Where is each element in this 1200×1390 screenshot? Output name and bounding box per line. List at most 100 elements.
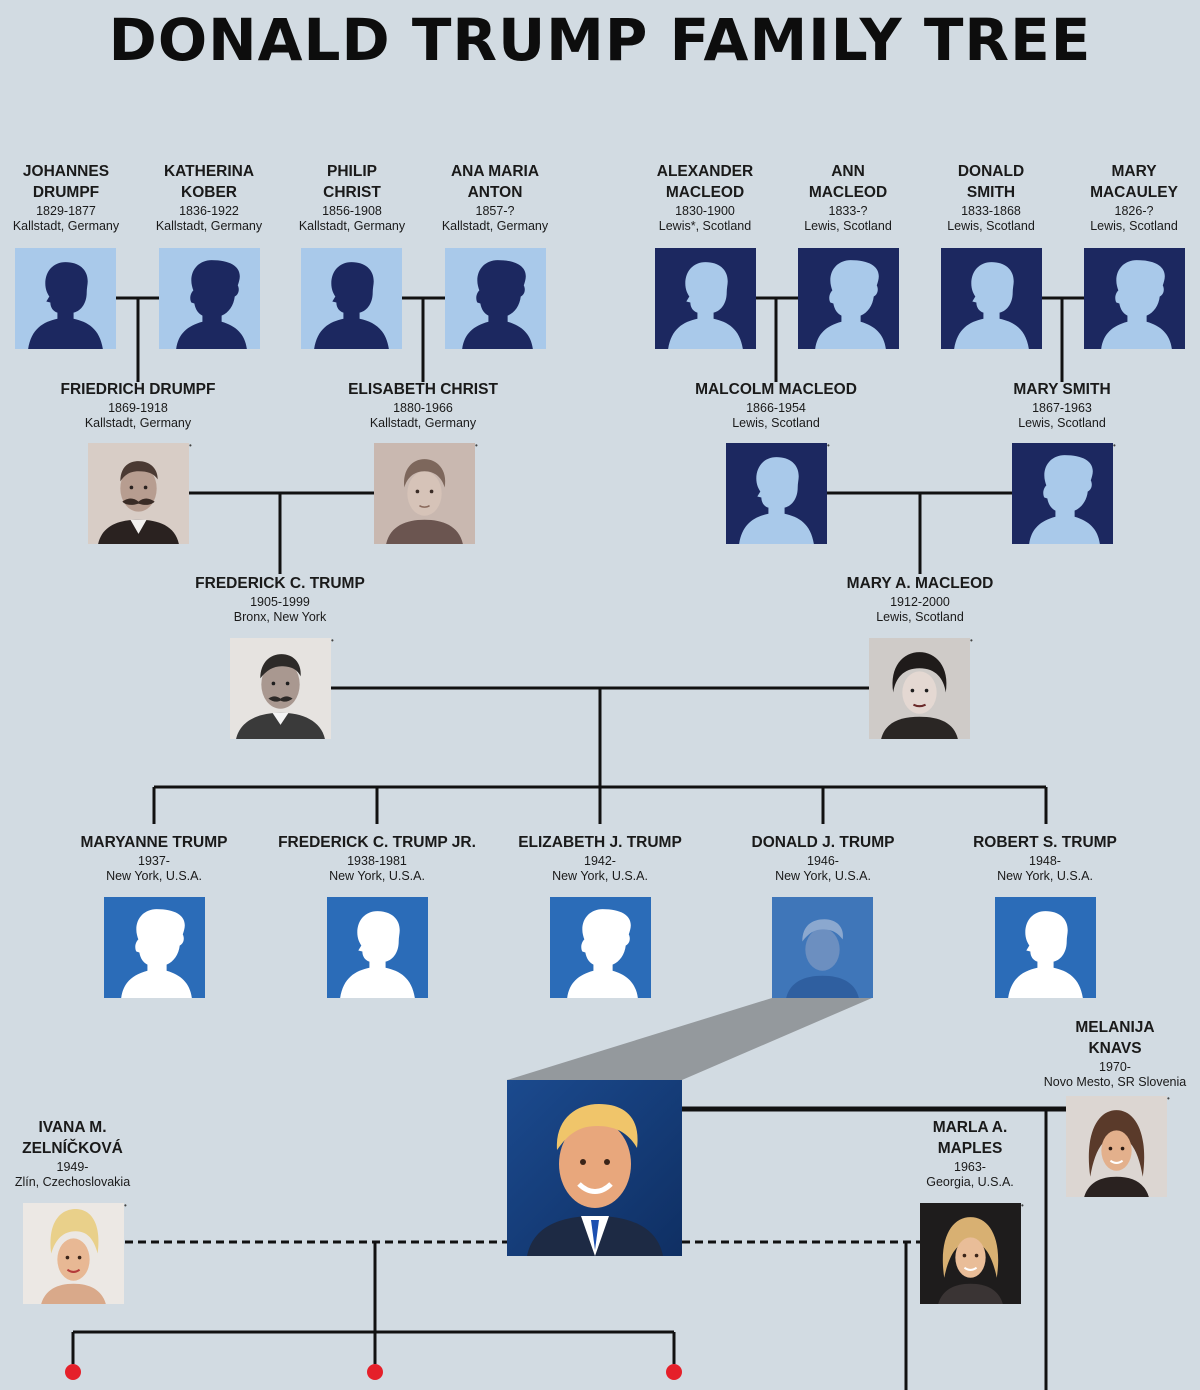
person-label-donald-j-trump: DONALD J. TRUMP 1946- New York, U.S.A. — [713, 833, 933, 884]
person-name: ELIZABETH J. TRUMP — [518, 834, 682, 851]
female-silhouette-icon — [798, 248, 899, 349]
photo-marker: • — [1113, 441, 1116, 450]
female-silhouette-icon — [1012, 443, 1113, 544]
person-dates: 1856-1908 — [322, 203, 382, 218]
page-title: DONALD TRUMP FAMILY TREE — [108, 6, 1092, 74]
person-name: DONALD J. TRUMP — [751, 834, 895, 851]
person-dates: 1857-? — [475, 203, 515, 218]
person-place: New York, U.S.A. — [106, 868, 202, 883]
photo-marker: • — [827, 441, 830, 450]
offspring-marker-dot — [367, 1364, 383, 1380]
elisabeth-portrait-icon — [374, 443, 475, 544]
male-silhouette-icon — [327, 897, 428, 998]
person-label-elizabeth-j-trump: ELIZABETH J. TRUMP 1942- New York, U.S.A… — [490, 833, 710, 884]
person-dates: 1867-1963 — [1032, 400, 1092, 415]
person-dates: 1948- — [1029, 853, 1061, 868]
photo-marker: • — [1167, 1094, 1170, 1103]
person-dates: 1963- — [954, 1159, 986, 1174]
photo-marker: • — [475, 441, 478, 450]
female-silhouette-icon — [1084, 248, 1185, 349]
person-name: MARY A. MACLEOD — [846, 575, 994, 592]
person-place: Lewis, Scotland — [1018, 415, 1106, 430]
person-dates: 1866-1954 — [746, 400, 806, 415]
person-name: MARY SMITH — [1013, 381, 1111, 398]
photo-marker: • — [970, 636, 973, 645]
person-place: New York, U.S.A. — [775, 868, 871, 883]
donald-thumbnail-icon — [772, 897, 873, 998]
person-dates: 1880-1966 — [393, 400, 453, 415]
photo-marker: • — [1021, 1201, 1024, 1210]
person-label-ivana-zelnickova: IVANA M.ZELNÍČKOVÁ 1949- Zlín, Czechoslo… — [0, 1118, 145, 1190]
person-dates: 1830-1900 — [675, 203, 735, 218]
person-name: MALCOLM MACLEOD — [695, 381, 857, 398]
offspring-marker-dot — [65, 1364, 81, 1380]
person-dates: 1905-1999 — [250, 594, 310, 609]
person-name: MARYANNE TRUMP — [80, 834, 228, 851]
person-name: FREDERICK C. TRUMP JR. — [278, 834, 476, 851]
donald-portrait-icon — [507, 1080, 682, 1256]
person-dates: 1829-1877 — [36, 203, 96, 218]
person-dates: 1946- — [807, 853, 839, 868]
female-silhouette-icon — [445, 248, 546, 349]
male-silhouette-icon — [15, 248, 116, 349]
person-place: Lewis, Scotland — [804, 218, 892, 233]
person-label-friedrich-drumpf: FRIEDRICH DRUMPF 1869-1918 Kallstadt, Ge… — [38, 380, 238, 431]
person-label-frederick-c-trump: FREDERICK C. TRUMP 1905-1999 Bronx, New … — [150, 574, 410, 625]
male-silhouette-icon — [941, 248, 1042, 349]
male-silhouette-icon — [655, 248, 756, 349]
person-place: Lewis, Scotland — [1090, 218, 1178, 233]
person-name: ROBERT S. TRUMP — [973, 834, 1117, 851]
person-place: Lewis, Scotland — [732, 415, 820, 430]
person-dates: 1938-1981 — [347, 853, 407, 868]
mary-macleod-portrait-icon — [869, 638, 970, 739]
person-place: Kallstadt, Germany — [298, 218, 406, 233]
female-silhouette-icon — [159, 248, 260, 349]
person-place: New York, U.S.A. — [329, 868, 425, 883]
person-place: Zlín, Czechoslovakia — [14, 1174, 131, 1189]
ivana-portrait-icon — [23, 1203, 124, 1304]
friedrich-portrait-icon — [88, 443, 189, 544]
person-label-frederick-c-trump-jr: FREDERICK C. TRUMP JR. 1938-1981 New Yor… — [262, 833, 492, 884]
person-label-maryanne-trump: MARYANNE TRUMP 1937- New York, U.S.A. — [44, 833, 264, 884]
person-place: Kallstadt, Germany — [84, 415, 192, 430]
offspring-marker-dot — [666, 1364, 682, 1380]
person-place: Novo Mesto, SR Slovenia — [1043, 1074, 1187, 1089]
person-place: Lewis*, Scotland — [658, 218, 752, 233]
person-label-elisabeth-christ: ELISABETH CHRIST 1880-1966 Kallstadt, Ge… — [323, 380, 523, 431]
person-dates: 1970- — [1099, 1059, 1131, 1074]
person-label-mary-smith: MARY SMITH 1867-1963 Lewis, Scotland — [962, 380, 1162, 431]
photo-marker: • — [124, 1201, 127, 1210]
person-place: Kallstadt, Germany — [155, 218, 263, 233]
female-silhouette-icon — [104, 897, 205, 998]
melania-portrait-icon — [1066, 1096, 1167, 1197]
person-place: Lewis, Scotland — [947, 218, 1035, 233]
marla-portrait-icon — [920, 1203, 1021, 1304]
person-dates: 1912-2000 — [890, 594, 950, 609]
person-dates: 1869-1918 — [108, 400, 168, 415]
person-dates: 1836-1922 — [179, 203, 239, 218]
male-silhouette-icon — [301, 248, 402, 349]
person-dates: 1949- — [56, 1159, 89, 1174]
person-place: New York, U.S.A. — [997, 868, 1093, 883]
photo-marker: • — [189, 441, 192, 450]
male-silhouette-icon — [726, 443, 827, 544]
person-label-malcolm-macleod: MALCOLM MACLEOD 1866-1954 Lewis, Scotlan… — [676, 380, 876, 431]
person-label-marla-maples: MARLA A.MAPLES 1963- Georgia, U.S.A. — [900, 1118, 1040, 1190]
person-place: Bronx, New York — [233, 609, 327, 624]
person-name: FRIEDRICH DRUMPF — [60, 381, 216, 398]
person-name: FREDERICK C. TRUMP — [195, 575, 365, 592]
